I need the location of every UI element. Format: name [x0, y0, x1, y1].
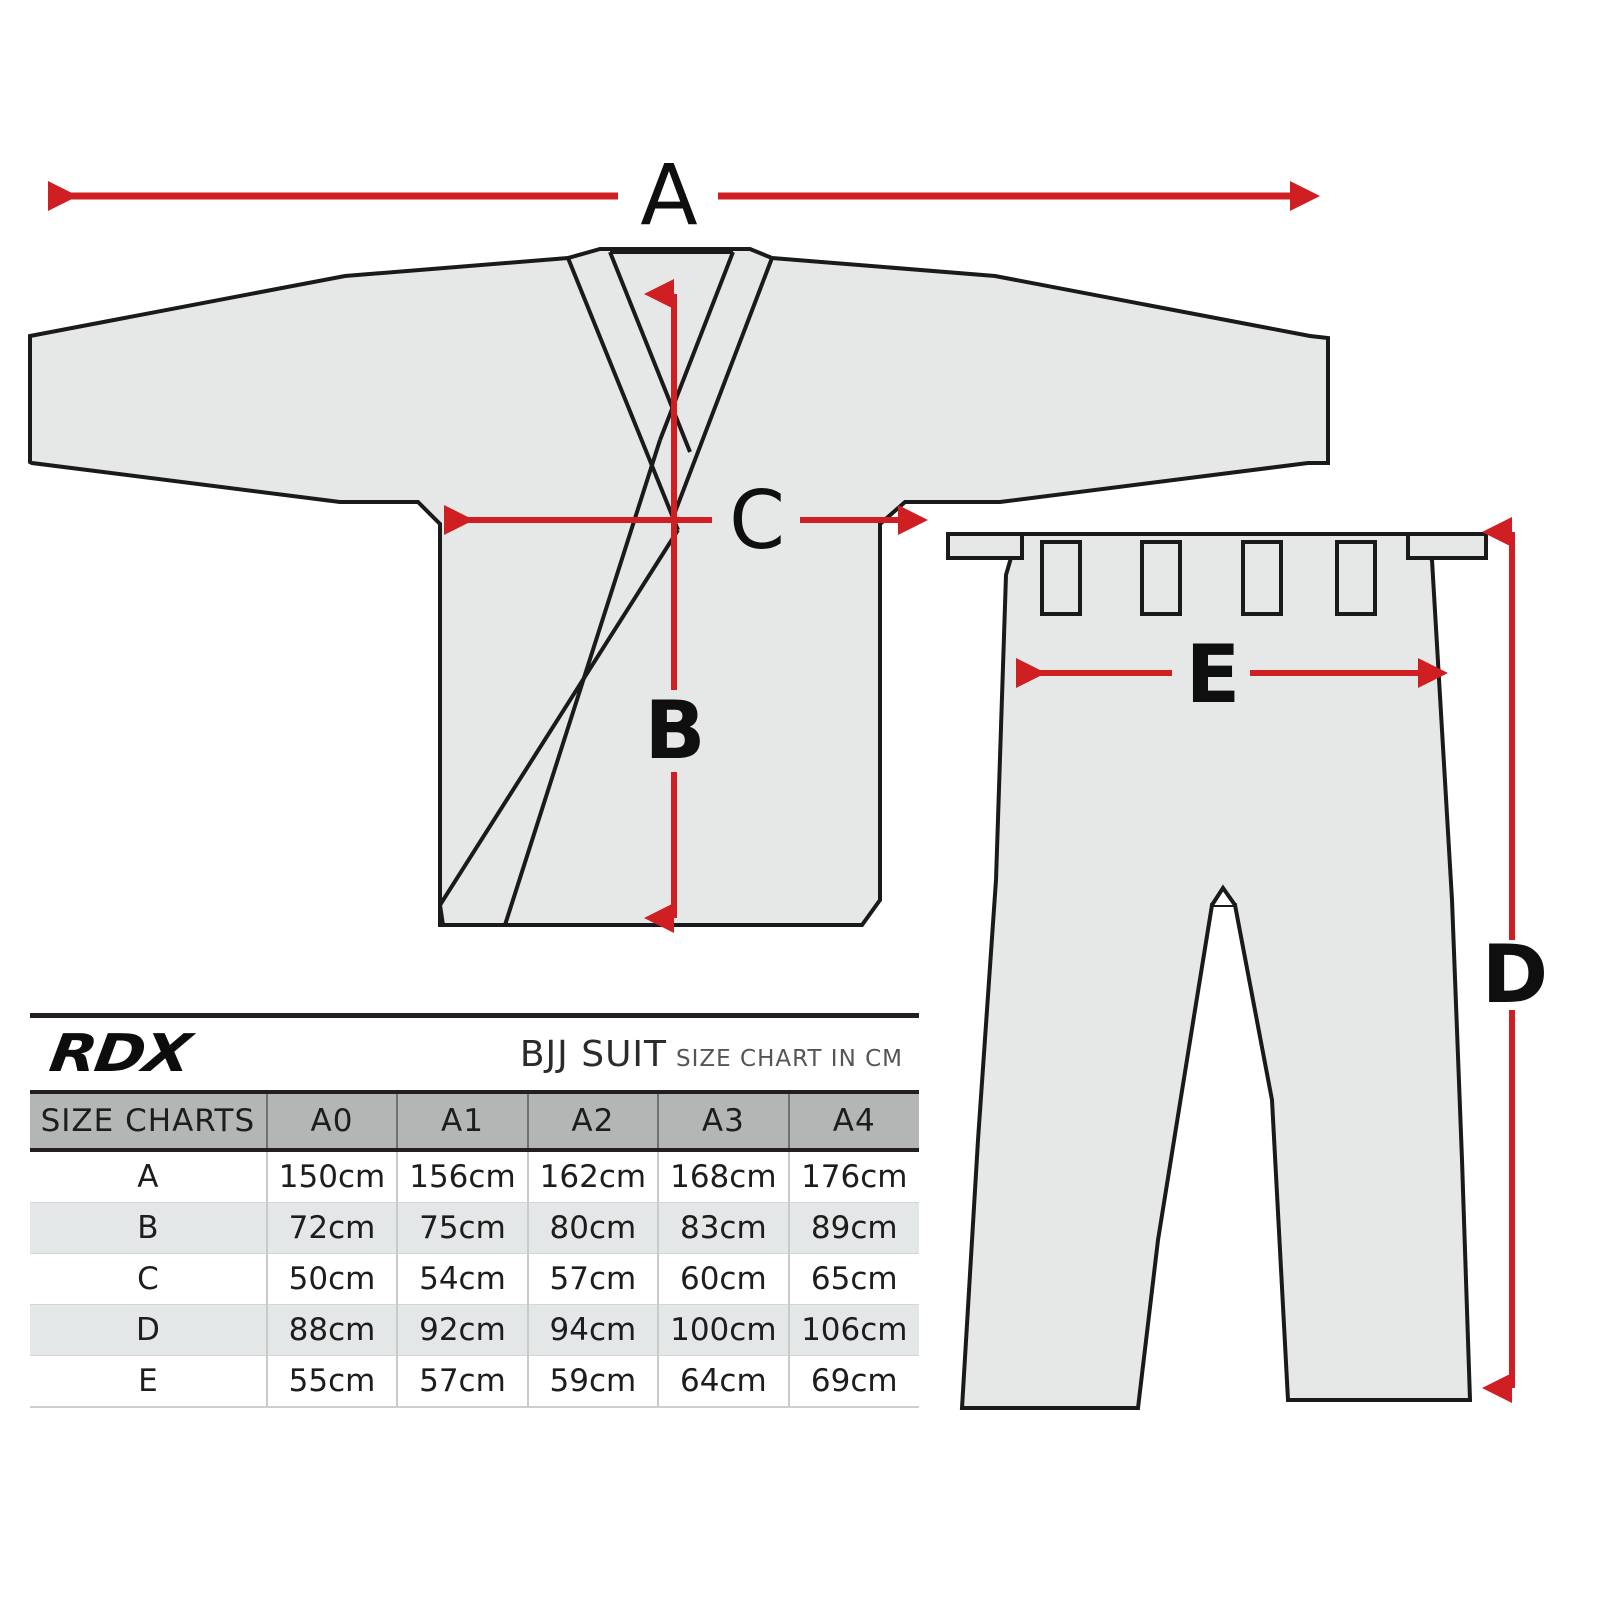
jacket-collar-v-outer: [566, 257, 680, 531]
cell-d-a0: 88cm: [265, 1304, 399, 1356]
cell-c-a1: 54cm: [396, 1253, 529, 1305]
rdx-brand-logo: RDX: [45, 1024, 193, 1084]
cell-c-a2: 57cm: [526, 1253, 660, 1305]
dimension-label-b: B: [644, 683, 706, 777]
table-column-header-a0: A0: [265, 1090, 399, 1152]
dimension-label-a: A: [640, 146, 698, 244]
table-column-header-a1: A1: [396, 1090, 529, 1152]
cell-e-a1: 57cm: [396, 1355, 529, 1408]
cell-a-a2: 162cm: [526, 1150, 660, 1203]
table-row: E 55cm 57cm 59cm 64cm 69cm: [30, 1355, 919, 1408]
dimension-label-d: D: [1481, 927, 1549, 1021]
cell-b-a0: 72cm: [265, 1202, 399, 1254]
table-column-header-a4: A4: [787, 1090, 919, 1152]
size-chart-header: RDX BJJ SUIT SIZE CHART IN CM: [30, 1013, 919, 1090]
jacket-lapel-band-edge: [438, 904, 445, 926]
table-header-row: SIZE CHARTS A0 A1 A2 A3 A4: [30, 1090, 919, 1152]
jacket-collar-v-outer-right: [670, 257, 774, 521]
cell-a-a4: 176cm: [787, 1150, 919, 1203]
jacket-illustration: [28, 247, 1330, 927]
cell-c-a3: 60cm: [657, 1253, 790, 1305]
row-label-b: B: [30, 1202, 268, 1254]
cell-e-a2: 59cm: [526, 1355, 660, 1408]
pants-belt-loop-4: [1335, 540, 1377, 616]
size-chart-panel: RDX BJJ SUIT SIZE CHART IN CM SIZE CHART…: [30, 1013, 919, 1408]
table-row: C 50cm 54cm 57cm 60cm 65cm: [30, 1253, 919, 1305]
cell-b-a4: 89cm: [787, 1202, 919, 1254]
cell-e-a0: 55cm: [265, 1355, 399, 1408]
table-row: B 72cm 75cm 80cm 83cm 89cm: [30, 1202, 919, 1254]
dimension-label-c: C: [729, 473, 785, 567]
size-chart-title-sub: SIZE CHART IN CM: [676, 1045, 903, 1072]
cell-a-a0: 150cm: [265, 1150, 399, 1203]
pants-drawstring-left: [946, 532, 1024, 560]
row-label-e: E: [30, 1355, 268, 1408]
cell-b-a3: 83cm: [657, 1202, 790, 1254]
cell-e-a4: 69cm: [787, 1355, 919, 1408]
jacket-lapel-band-outer: [438, 528, 680, 907]
table-row: A 150cm 156cm 162cm 168cm 176cm: [30, 1150, 919, 1203]
cell-b-a2: 80cm: [526, 1202, 660, 1254]
pants-illustration: [946, 532, 1488, 1410]
cell-d-a1: 92cm: [396, 1304, 529, 1356]
size-chart-title-main: BJJ SUIT: [519, 1033, 668, 1075]
cell-c-a4: 65cm: [787, 1253, 919, 1305]
cell-c-a0: 50cm: [265, 1253, 399, 1305]
table-row: D 88cm 92cm 94cm 100cm 106cm: [30, 1304, 919, 1356]
cell-d-a3: 100cm: [657, 1304, 790, 1356]
table-corner-header: SIZE CHARTS: [30, 1090, 268, 1152]
cell-e-a3: 64cm: [657, 1355, 790, 1408]
pants-crotch-notch: [1210, 884, 1237, 907]
size-chart-table: SIZE CHARTS A0 A1 A2 A3 A4 A 150cm 156cm…: [30, 1090, 919, 1408]
pants-belt-loop-2: [1140, 540, 1182, 616]
pants-drawstring-right: [1406, 532, 1488, 560]
pants-belt-loop-1: [1040, 540, 1082, 616]
dimension-label-e: E: [1185, 627, 1241, 721]
cell-a-a1: 156cm: [396, 1150, 529, 1203]
cell-d-a2: 94cm: [526, 1304, 660, 1356]
table-column-header-a3: A3: [657, 1090, 790, 1152]
size-chart-title-group: BJJ SUIT SIZE CHART IN CM: [520, 1034, 903, 1075]
row-label-d: D: [30, 1304, 268, 1356]
row-label-c: C: [30, 1253, 268, 1305]
cell-b-a1: 75cm: [396, 1202, 529, 1254]
cell-d-a4: 106cm: [787, 1304, 919, 1356]
cell-a-a3: 168cm: [657, 1150, 790, 1203]
pants-belt-loop-3: [1241, 540, 1283, 616]
table-column-header-a2: A2: [526, 1090, 660, 1152]
row-label-a: A: [30, 1150, 268, 1203]
dimension-arrows: [47, 181, 1515, 1403]
